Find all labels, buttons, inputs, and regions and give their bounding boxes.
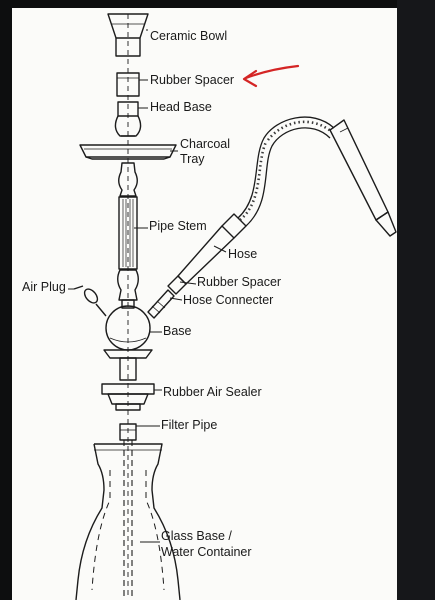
label-rubber-air-sealer: Rubber Air Sealer xyxy=(163,385,262,399)
leader-lines xyxy=(68,29,227,543)
label-water-container: Water Container xyxy=(161,545,252,559)
head-base-part xyxy=(114,101,142,137)
label-head-base: Head Base xyxy=(150,100,212,114)
diagram-sheet xyxy=(12,8,397,600)
rubber-spacer-top-part xyxy=(116,72,140,97)
label-rubber-spacer-hose: Rubber Spacer xyxy=(197,275,281,289)
stem-ornament-lower xyxy=(117,269,139,309)
label-hose-connecter: Hose Connecter xyxy=(183,293,273,307)
label-base: Base xyxy=(163,324,192,338)
stem-ornament-upper xyxy=(118,162,138,197)
charcoal-tray-part xyxy=(79,144,177,160)
label-charcoal: Charcoal xyxy=(180,137,230,151)
ceramic-bowl-part xyxy=(107,13,149,57)
label-hose: Hose xyxy=(228,247,257,261)
hose-coil-part xyxy=(237,116,335,227)
label-tray: Tray xyxy=(180,152,205,166)
label-pipe-stem: Pipe Stem xyxy=(149,219,207,233)
red-arrow-annotation xyxy=(242,64,300,88)
label-air-plug: Air Plug xyxy=(22,280,66,294)
label-rubber-spacer-top: Rubber Spacer xyxy=(150,73,234,87)
glass-base-part xyxy=(75,443,181,600)
pipe-stem-part xyxy=(118,196,138,270)
rubber-air-sealer-part xyxy=(101,383,155,411)
label-ceramic-bowl: Ceramic Bowl xyxy=(150,29,227,43)
air-plug-part xyxy=(73,285,107,317)
dark-side-bar xyxy=(397,0,435,600)
mouthpiece-part xyxy=(329,119,397,237)
base-part xyxy=(103,305,153,381)
filter-pipe-part xyxy=(119,423,137,596)
label-filter-pipe: Filter Pipe xyxy=(161,418,217,432)
label-glass-base: Glass Base / xyxy=(161,529,232,543)
